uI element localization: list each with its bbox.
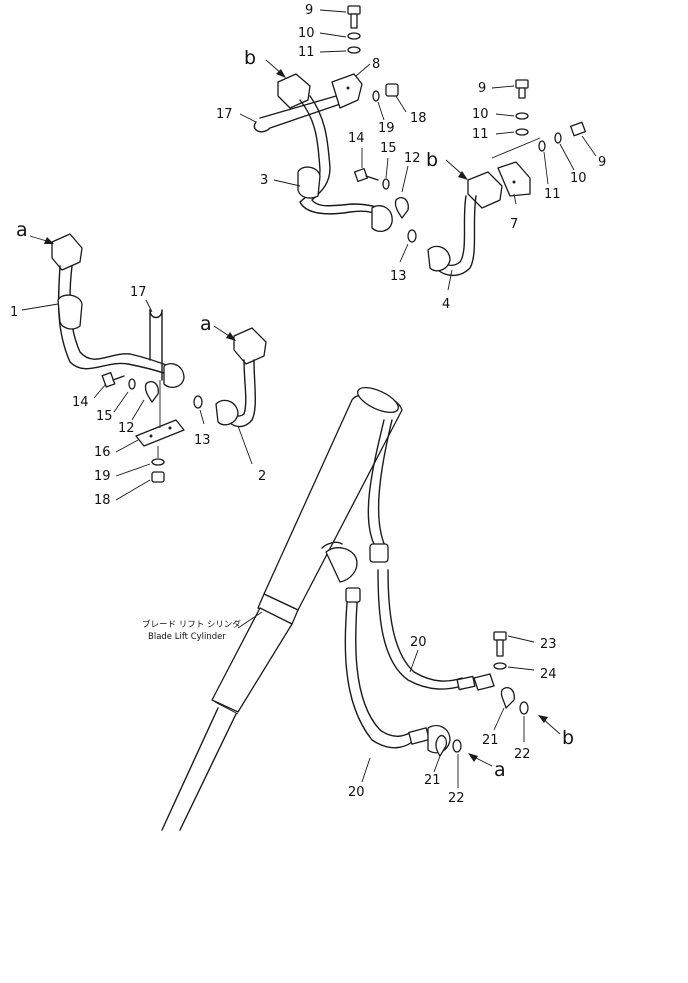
callout-13-middle: 13 xyxy=(390,269,407,284)
blade-lift-cylinder xyxy=(161,386,403,831)
callout-20-upper: 20 xyxy=(410,635,427,650)
callout-21-lower: 21 xyxy=(424,773,441,788)
callout-11-far-right: 11 xyxy=(544,187,561,202)
hardware-top-center xyxy=(347,5,361,54)
callout-b-lower: b xyxy=(562,727,574,749)
tube-4 xyxy=(427,171,503,276)
callout-9-right: 9 xyxy=(478,81,486,96)
callout-8: 8 xyxy=(372,57,380,72)
callout-15-middle: 15 xyxy=(380,141,397,156)
callout-18-left: 18 xyxy=(94,493,111,508)
hardware-right xyxy=(491,79,586,197)
callout-22-upper: 22 xyxy=(514,747,531,762)
callout-11-top: 11 xyxy=(298,45,315,60)
callout-18-upper: 18 xyxy=(410,111,427,126)
hose-20-upper xyxy=(367,419,495,691)
callout-13-left: 13 xyxy=(194,433,211,448)
callout-a-tube2: a xyxy=(200,313,212,335)
callout-16: 16 xyxy=(94,445,111,460)
leader-lines xyxy=(21,9,597,788)
hardware-middle xyxy=(353,167,417,243)
callout-7: 7 xyxy=(510,217,518,232)
callout-4: 4 xyxy=(442,297,450,312)
tube-2 xyxy=(215,327,267,428)
callout-23: 23 xyxy=(540,637,557,652)
hardware-left xyxy=(101,372,203,409)
caption-english: Blade Lift Cylinder xyxy=(148,632,226,642)
callout-24: 24 xyxy=(540,667,557,682)
callout-a-left: a xyxy=(16,219,28,241)
cylinder-port-lower xyxy=(321,541,343,549)
callout-3: 3 xyxy=(260,173,268,188)
callout-15-left: 15 xyxy=(96,409,113,424)
callout-labels: 9 10 11 b 8 17 19 18 9 10 11 9 10 11 14 … xyxy=(10,3,606,806)
hardware-left-bracket xyxy=(135,309,185,483)
callout-14-left: 14 xyxy=(72,395,89,410)
callout-9-top: 9 xyxy=(305,3,313,18)
hardware-upper-bracket xyxy=(253,73,399,133)
callout-12-middle: 12 xyxy=(404,151,421,166)
callout-20-lower: 20 xyxy=(348,785,365,800)
callout-17-left: 17 xyxy=(130,285,147,300)
callout-19-upper: 19 xyxy=(378,121,395,136)
callout-22-lower: 22 xyxy=(448,791,465,806)
tube-3 xyxy=(277,73,393,233)
callout-b-middle: b xyxy=(426,149,438,171)
cylinder-caption: ブレード リフト シリンダ Blade Lift Cylinder xyxy=(142,611,263,642)
callout-10-far-right: 10 xyxy=(570,171,587,186)
callout-b-upper: b xyxy=(244,47,256,69)
callout-17-upper: 17 xyxy=(216,107,233,122)
callout-2: 2 xyxy=(258,469,266,484)
caption-japanese: ブレード リフト シリンダ xyxy=(142,619,241,630)
callout-10-top: 10 xyxy=(298,26,315,41)
callout-14-middle: 14 xyxy=(348,131,365,146)
callout-10-right: 10 xyxy=(472,107,489,122)
hardware-lower-right xyxy=(435,631,529,757)
callout-11-right: 11 xyxy=(472,127,489,142)
callout-21-upper: 21 xyxy=(482,733,499,748)
tube-1 xyxy=(51,233,185,389)
callout-a-lower: a xyxy=(494,759,506,781)
callout-1: 1 xyxy=(10,305,18,320)
callout-12-left: 12 xyxy=(118,421,135,436)
callout-19-left: 19 xyxy=(94,469,111,484)
callout-9-far-right: 9 xyxy=(598,155,606,170)
